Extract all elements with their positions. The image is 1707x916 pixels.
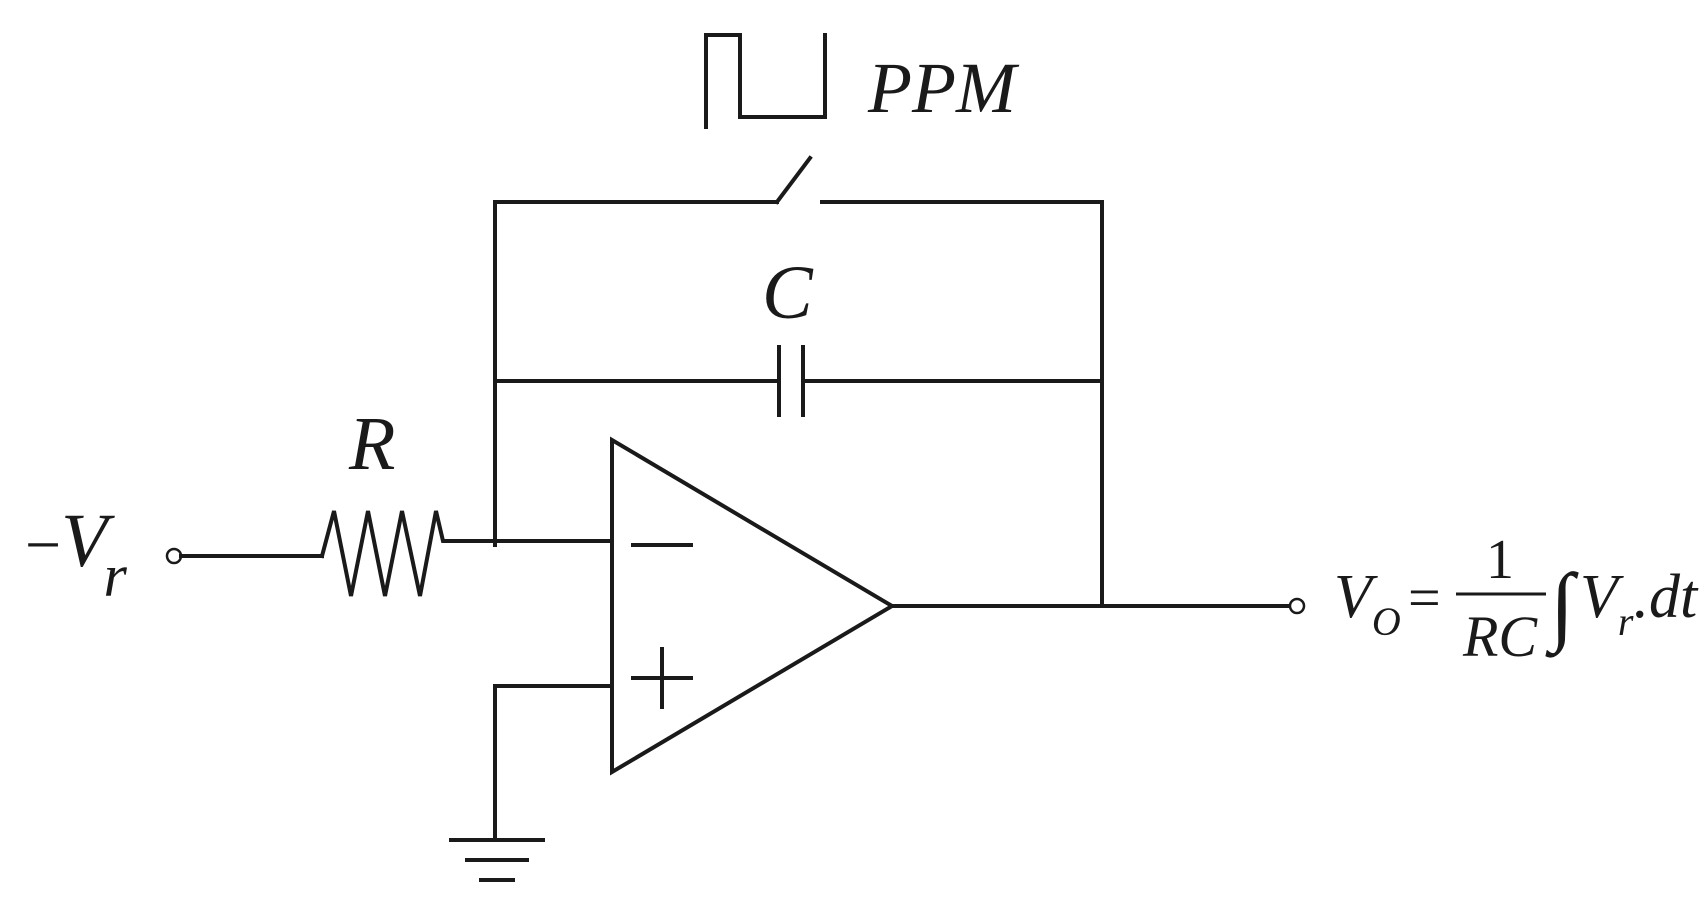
resistor-symbol bbox=[319, 510, 614, 597]
output-terminal bbox=[1288, 597, 1306, 615]
input-terminal bbox=[165, 547, 183, 565]
equals-sign: = bbox=[1408, 565, 1441, 630]
switch-wire-left bbox=[493, 200, 779, 547]
integral-sign: ∫ bbox=[1545, 557, 1579, 658]
ground-wire bbox=[493, 684, 614, 842]
output-voltage-symbol: VO bbox=[1334, 563, 1401, 644]
fraction-numerator: 1 bbox=[1486, 529, 1514, 591]
ppm-switch bbox=[774, 155, 813, 205]
switch-wire-right bbox=[820, 200, 1104, 608]
capacitor-label: C bbox=[762, 251, 814, 335]
input-voltage-label: −Vr bbox=[25, 499, 128, 609]
ppm-pulse-waveform bbox=[704, 33, 827, 129]
resistor-label: R bbox=[348, 402, 395, 486]
opamp-triangle bbox=[610, 436, 896, 776]
integrand: Vr.dt bbox=[1580, 563, 1699, 644]
ppm-label: PPM bbox=[867, 48, 1020, 128]
fraction-denominator: RC bbox=[1462, 604, 1538, 669]
